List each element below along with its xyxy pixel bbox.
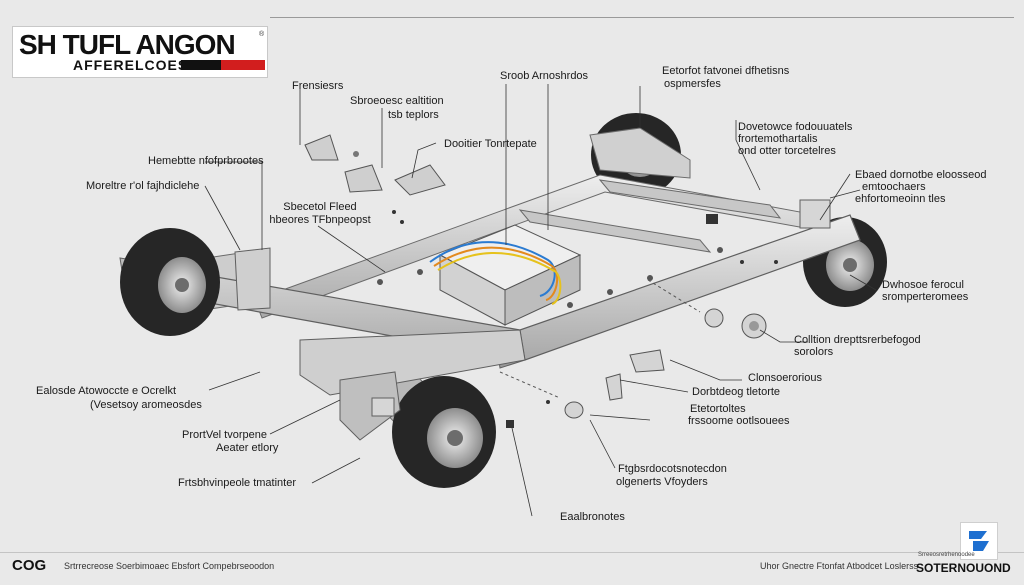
wheel-front-left bbox=[392, 376, 496, 488]
logo-main-text: SH TUFL ANGON bbox=[19, 29, 236, 60]
brand-badge-small-text: Srreeosretrhenoodee bbox=[918, 552, 975, 558]
label-ebaed-dornotbe: Ebaed dornotbe eloosseod bbox=[855, 169, 987, 181]
footer-rule bbox=[0, 552, 1024, 553]
label-ealosde: Ealosde Atowoccte e Ocrelkt bbox=[36, 385, 177, 397]
leader-lines bbox=[204, 84, 877, 517]
label-sromperteromees: sromperteromees bbox=[882, 291, 969, 303]
label-sorolors: sorolors bbox=[794, 346, 834, 358]
footer-logo: COG bbox=[12, 557, 47, 574]
brand-badge-icon bbox=[960, 522, 998, 560]
label-prortvel: PrortVel tvorpene bbox=[182, 429, 267, 441]
logo-sub-text: AFFERELCOES bbox=[73, 57, 189, 73]
top-rule bbox=[270, 17, 1014, 18]
logo-box: SH TUFL ANGON ® AFFERELCOES bbox=[12, 26, 268, 78]
label-ehfortomeoinn: ehfortomeoinn tles bbox=[855, 193, 946, 205]
label-ond-otter: ond otter torcetelres bbox=[738, 145, 836, 157]
label-hemebtte: Hemebtte nfofprbrootes bbox=[148, 155, 264, 167]
label-olgenerts: olgenerts Vfoyders bbox=[616, 476, 708, 488]
label-frssoome: frssoome ootlsouees bbox=[688, 415, 790, 427]
footer-left-text: Srtrrecreose Soerbimoaec Ebsfort Compebr… bbox=[64, 561, 275, 571]
control-module bbox=[438, 224, 582, 326]
registered-mark: ® bbox=[259, 31, 265, 38]
label-tsb-teplors: tsb teplors bbox=[388, 109, 439, 121]
exploded-small-parts bbox=[506, 214, 778, 428]
label-sroob-arnoshrdos: Sroob Arnoshrdos bbox=[500, 70, 589, 82]
label-ftgbsrdocotsnotecdon: Ftgbsrdocotsnotecdon bbox=[618, 463, 727, 475]
label-frensiesrs: Frensiesrs bbox=[292, 80, 344, 92]
front-suspension bbox=[339, 199, 831, 441]
label-dovetowce: Dovetowce fodouuatels bbox=[738, 121, 853, 133]
label-dooitier: Dooitier Tonrtepate bbox=[444, 138, 537, 150]
label-ospmersfes: ospmersfes bbox=[664, 78, 721, 90]
label-eetorfot: Eetorfot fatvonei dfhetisns bbox=[662, 65, 790, 77]
label-aeater-etlory: Aeater etlory bbox=[216, 442, 279, 454]
logo-bar-black bbox=[181, 60, 221, 70]
footer-right-text: Uhor Gnectre Ftonfat Atbodcet Loslerss bbox=[760, 561, 919, 571]
logo-bar-red bbox=[221, 60, 265, 70]
label-vesetsoy: (Vesetsoy aromeosdes bbox=[90, 399, 202, 411]
exploded-brackets bbox=[304, 134, 446, 224]
label-dwhosoe-ferocul: Dwhosoe ferocul bbox=[882, 279, 964, 291]
label-emtoochaers: emtoochaers bbox=[862, 181, 926, 193]
wiring-harness bbox=[429, 241, 562, 305]
wheel-rear-left bbox=[120, 228, 220, 336]
label-clonsoerorious: Clonsoerorious bbox=[748, 372, 822, 384]
label-sbecetol-fleed: Sbecetol Fleed bbox=[283, 201, 357, 213]
label-hbeores: hbeores TFbnpeopst bbox=[269, 214, 371, 226]
brand-badge-name: SOTERNOUOND bbox=[916, 561, 1011, 575]
label-etetortoltes: Etetortoltes bbox=[690, 403, 746, 415]
label-sbroeoesc: Sbroeoesc ealtition bbox=[350, 95, 444, 107]
label-eaalbronotes: Eaalbronotes bbox=[560, 511, 625, 523]
label-moreltre: Moreltre r'ol fajhdiclehe bbox=[86, 180, 200, 192]
label-frtsbhvinpeole: Frtsbhvinpeole tmatinter bbox=[178, 477, 296, 489]
label-colltion: Colltion drepttsrerbefogod bbox=[794, 334, 921, 346]
label-dorbtdeog: Dorbtdeog tletorte bbox=[692, 386, 781, 398]
arrow-logo-icon bbox=[969, 531, 989, 551]
assembly-dashes bbox=[499, 279, 701, 399]
label-frortemothartalis: frortemothartalis bbox=[738, 133, 818, 145]
